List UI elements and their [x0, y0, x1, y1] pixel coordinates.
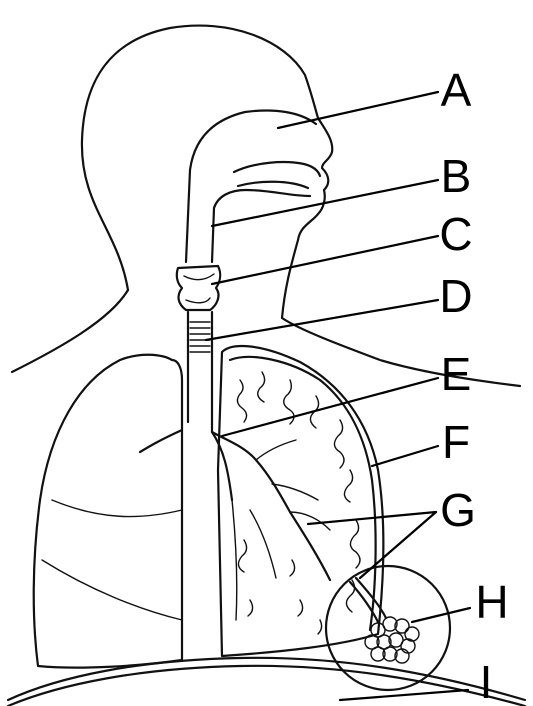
leader-g2: [360, 512, 436, 578]
alveoli-cluster: [365, 617, 419, 663]
leader-d: [206, 300, 438, 340]
label-f: F: [442, 416, 470, 468]
label-i: I: [480, 656, 493, 706]
trachea: [188, 312, 212, 432]
nasal-oral-cavity: [186, 111, 320, 263]
label-h: H: [475, 576, 508, 628]
leader-g1: [308, 512, 436, 524]
right-lung: [212, 346, 383, 656]
label-d: D: [439, 270, 472, 322]
leader-i: [340, 690, 468, 700]
leader-h: [412, 608, 470, 622]
leader-f: [372, 446, 438, 466]
larynx: [177, 266, 220, 310]
labels: A B C D E F G H I: [439, 64, 508, 706]
leader-c: [212, 236, 438, 284]
label-c: C: [439, 208, 472, 260]
leader-b: [212, 180, 438, 226]
label-a: A: [441, 64, 472, 116]
diaphragm: [8, 658, 525, 706]
label-e: E: [441, 348, 472, 400]
alveoli-inset: [326, 566, 450, 690]
left-lung: [34, 355, 182, 668]
label-b: B: [441, 150, 472, 202]
label-g: G: [440, 484, 476, 536]
leader-e: [222, 378, 438, 436]
leader-a: [278, 92, 438, 128]
